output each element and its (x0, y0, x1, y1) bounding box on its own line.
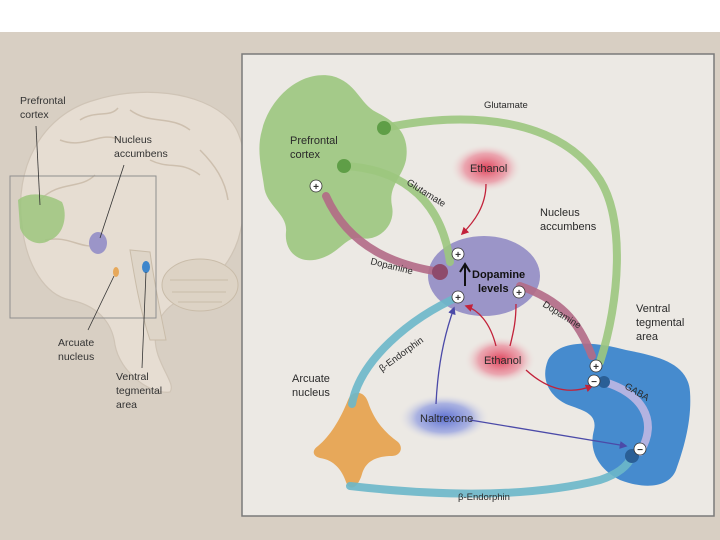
vta-region (545, 343, 691, 486)
sign-plus-pfc: + (313, 182, 319, 193)
brain-vta-region (142, 261, 150, 273)
vta-label-2: tegmental (636, 317, 684, 329)
dopamine-pathway-to-pfc (322, 192, 444, 276)
pfc-region (259, 75, 407, 261)
dopamine-pathway-from-vta (516, 282, 596, 360)
naltrexone-arrow-vta (469, 419, 628, 449)
sign-plus-vta: + (593, 362, 599, 373)
ethanol-bottom-arrow-vta (525, 369, 594, 392)
sign-minus-vta: − (591, 377, 597, 388)
glutamate-pathway-mid (340, 162, 454, 266)
pfc-label-2: cortex (290, 149, 320, 161)
ethanol-bottom-arrow-nac (464, 304, 497, 347)
brain-accumbens-region (89, 232, 107, 254)
nac-label-2: accumbens (540, 221, 597, 233)
glutamate-top-label: Glutamate (484, 100, 528, 111)
naltrexone-label: Naltrexone (420, 413, 473, 425)
label-vta-2: tegmental (116, 385, 162, 397)
sign-plus-nac-bottom: + (455, 293, 461, 304)
ethanol-bottom-glow (464, 336, 536, 384)
label-arcuate-nucleus-2: nucleus (58, 351, 94, 363)
label-vta-1: Ventral (116, 371, 149, 383)
gaba-pathway (600, 378, 652, 456)
dopamine-levels-label-2: levels (478, 283, 509, 295)
arcuate-region (313, 392, 401, 488)
brain-prefrontal-region (18, 194, 65, 244)
sign-minus-vta-bottom: − (637, 445, 643, 456)
arcuate-label-1: Arcuate (292, 373, 330, 385)
dopamine-up-arrow-icon (459, 262, 471, 286)
label-arcuate-nucleus-1: Arcuate (58, 337, 94, 349)
sign-plus-nac-right: + (516, 288, 522, 299)
label-vta-3: area (116, 399, 137, 411)
naltrexone-glow (398, 394, 490, 442)
ethanol-top-arrow (460, 183, 487, 236)
ethanol-top-glow (450, 144, 522, 192)
vta-label-1: Ventral (636, 303, 670, 315)
pfc-label-1: Prefrontal (290, 135, 338, 147)
brain-zoom-box (9, 175, 157, 319)
label-prefrontal-cortex-2: cortex (20, 109, 49, 121)
brain-arcuate-region (113, 267, 119, 277)
endorphin-pathway-arc (348, 292, 464, 408)
dopamine-levels-label-1: Dopamine (472, 269, 525, 281)
nac-label-1: Nucleus (540, 207, 580, 219)
naltrexone-arrow-nac (435, 306, 456, 405)
vta-label-3: area (636, 331, 659, 343)
glutamate-pathway-top (380, 115, 621, 366)
endorphin-pathway-bottom (346, 452, 636, 498)
brain-illustration (20, 91, 247, 393)
endorphin-bottom-label: β-Endorphin (458, 492, 510, 503)
label-nucleus-accumbens-1: Nucleus (114, 134, 152, 146)
arcuate-label-2: nucleus (292, 387, 330, 399)
ethanol-top-label: Ethanol (470, 163, 507, 175)
label-nucleus-accumbens-2: accumbens (114, 148, 168, 160)
ethanol-bottom-arrow-nac-2 (509, 303, 517, 347)
sign-plus-nac-top: + (455, 250, 461, 261)
label-prefrontal-cortex-1: Prefrontal (20, 95, 66, 107)
ethanol-bottom-label: Ethanol (484, 355, 521, 367)
